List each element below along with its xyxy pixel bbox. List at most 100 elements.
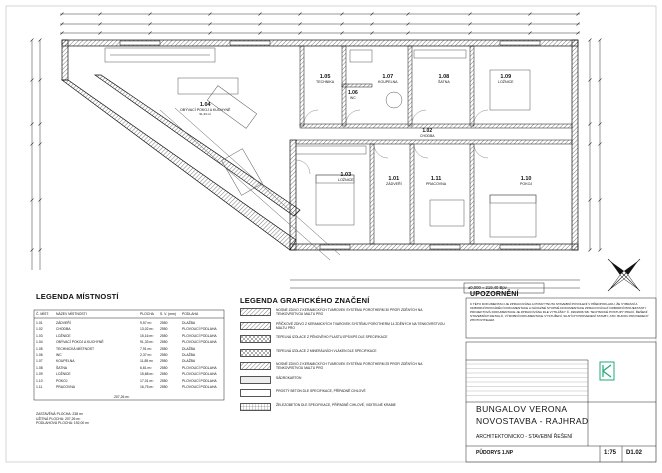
drawing-name: PŮDORYS 1.NP xyxy=(476,450,514,456)
room-legend-cell: LOŽNICE xyxy=(56,372,71,377)
room-label-109: 1.09 LOŽNICE xyxy=(498,74,514,84)
window-marks xyxy=(119,40,541,250)
room-label-108: 1.08 ŠATNA xyxy=(438,74,450,84)
graphic-legend-row: SÁDROKARTON xyxy=(240,376,450,389)
legend-swatch xyxy=(240,362,271,370)
title-block-frame xyxy=(465,341,657,463)
room-legend-cell: 2550 xyxy=(160,321,168,325)
dimension-lines xyxy=(31,13,601,289)
legend-swatch xyxy=(240,308,271,316)
title-block-lines xyxy=(466,363,588,396)
room-legend-cell: 2550 xyxy=(160,385,168,389)
room-legend-cell: PLOVOUCÍ PODLAHA xyxy=(182,365,217,370)
room-summary-line: UŽITNÁ PLOCHA: 207,26 m² xyxy=(36,416,81,421)
level-note: ±0,000 = 219,40 Bpv xyxy=(468,285,507,290)
room-legend-cell: WC xyxy=(56,353,62,357)
graphic-legend-row: NOSNÉ ZDIVO Z KERAMICKÝCH TVAROVEK SYSTÉ… xyxy=(240,362,450,375)
room-legend-cell: 11,85 m² xyxy=(140,359,154,364)
room-legend-cell: 15,16 m² xyxy=(140,333,154,338)
room-legend-cell: TECHNICKÁ MÍSTNOST xyxy=(56,346,95,351)
room-label-104: 1.04 OBÝVACÍ POKOJ A KUCHYNĚ 91,33 m² xyxy=(180,102,231,116)
graphic-legend-row: PROSTÝ BETON DLE SPECIFIKACE, PŘÍPADNĚ C… xyxy=(240,389,450,402)
door-swings xyxy=(295,109,489,175)
room-legend-cell: CHODBA xyxy=(56,327,71,332)
legend-swatch xyxy=(240,335,271,343)
room-label-101: 1.01 ZÁDVEŘÍ xyxy=(386,176,402,186)
room-legend-cell: 2550 xyxy=(160,327,168,332)
room-legend-cell: 15,68 m² xyxy=(140,372,154,377)
room-legend-cell: KOUPELNA xyxy=(56,359,75,364)
legend-text: PŘÍČKOVÉ ZDIVO Z KERAMICKÝCH TVAROVEK SY… xyxy=(276,321,445,330)
sheet-number: D1.02 xyxy=(626,450,643,456)
graphic-legend-title: LEGENDA GRAFICKÉHO ZNAČENÍ xyxy=(240,296,370,305)
room-legend-cell: 1.10 xyxy=(36,378,43,383)
room-summary: ZASTAVĚNÁ PLOCHA: 238 m² UŽITNÁ PLOCHA: … xyxy=(36,412,89,426)
warning-text: K TÉTO DOKUMENTACI JE ZPRACOVÁNA A POSKY… xyxy=(470,302,649,322)
room-legend-cell: ZÁDVEŘÍ xyxy=(56,321,71,325)
north-arrow xyxy=(607,258,641,292)
project-name: BUNGALOV VERONA xyxy=(476,404,568,414)
room-legend-cell: PRACOVNA xyxy=(56,385,76,389)
room-legend-cell: DLAŽBA xyxy=(182,346,196,351)
internal-walls xyxy=(295,45,573,245)
room-legend-cell: LOŽNICE xyxy=(56,333,71,338)
company-logo xyxy=(599,361,615,381)
room-legend-header: Č. MÍST. NÁZEV MÍSTNOSTI PLOCHA S. V. (m… xyxy=(36,312,199,316)
legend-swatch xyxy=(240,402,271,411)
legend-swatch xyxy=(240,321,271,330)
project-part: ARCHITEKTONICKO - STAVEBNÍ ŘEŠENÍ xyxy=(476,434,573,440)
legend-text: NOSNÉ ZDIVO Z KERAMICKÝCH TVAROVEK SYSTÉ… xyxy=(276,308,423,317)
room-legend-total: 207,26 m² xyxy=(114,395,130,399)
room-legend-cell: PLOVOUCÍ PODLAHA xyxy=(182,385,217,389)
room-legend-cell: PLOVOUCÍ PODLAHA xyxy=(182,327,217,332)
graphic-legend-row: PŘÍČKOVÉ ZDIVO Z KERAMICKÝCH TVAROVEK SY… xyxy=(240,322,450,335)
room-legend-cell: DLAŽBA xyxy=(182,359,196,364)
room-legend-cell: 6,61 m² xyxy=(140,365,152,370)
room-label-111: 1.11 PRACOVNA xyxy=(426,176,447,186)
room-summary-line: PODLAHOVÁ PLOCHA: 192,00 m² xyxy=(36,421,90,426)
room-legend-cell: DLAŽBA xyxy=(182,353,196,357)
room-legend-cell: 17,01 m² xyxy=(140,378,154,383)
legend-text: NOSNÉ ZDIVO Z KERAMICKÝCH TVAROVEK SYSTÉ… xyxy=(276,362,423,371)
room-legend-cell: 13,02 m² xyxy=(140,327,154,332)
room-legend-cell: 1.11 xyxy=(36,385,43,389)
warning-frame xyxy=(465,297,657,339)
room-label-106: 1.06 WC xyxy=(348,90,358,100)
legend-text: PROSTÝ BETON DLE SPECIFIKACE, PŘÍPADNĚ C… xyxy=(276,389,366,393)
dimension-ticks xyxy=(30,12,602,252)
room-legend-cell: 1.08 xyxy=(36,365,43,370)
room-legend-cell: 2550 xyxy=(160,340,168,345)
room-label-107: 1.07 KOUPELNA xyxy=(378,74,398,84)
room-legend-table: Č. MÍST. NÁZEV MÍSTNOSTI PLOCHA S. V. (m… xyxy=(34,311,224,407)
room-legend-cell: 7,91 m² xyxy=(140,346,152,351)
graphic-legend-row: NOSNÉ ZDIVO Z KERAMICKÝCH TVAROVEK SYSTÉ… xyxy=(240,308,450,321)
room-legend-cell: 1.06 xyxy=(36,353,43,357)
room-summary-line: ZASTAVĚNÁ PLOCHA: 238 m² xyxy=(36,412,83,416)
legend-text: ŽELEZOBETON DLE SPECIFIKACE, PŘÍPADNĚ CI… xyxy=(276,402,396,407)
drawing-scale: 1:75 xyxy=(604,450,617,456)
sheet-frame xyxy=(5,5,657,463)
room-legend-cell: PLOVOUCÍ PODLAHA xyxy=(182,378,217,383)
furniture xyxy=(104,47,537,261)
graphic-legend-row: TEPELNÁ IZOLACE Z PĚNOVÉHO PLASTU EPS/XP… xyxy=(240,335,450,348)
room-legend-cell: 2550 xyxy=(160,353,168,357)
room-label-103: 1.03 LOŽNICE xyxy=(338,172,354,182)
room-legend-cell: 2550 xyxy=(160,365,168,370)
room-legend-cell: 1.09 xyxy=(36,372,43,377)
room-legend-cell: 1.04 xyxy=(36,340,43,345)
room-legend-cell: PLOVOUCÍ PODLAHA xyxy=(182,340,217,345)
legend-swatch xyxy=(240,348,271,357)
room-legend-cell: POKOJ xyxy=(56,378,68,383)
legend-text: TEPELNÁ IZOLACE Z PĚNOVÉHO PLASTU EPS/XP… xyxy=(276,335,388,339)
room-legend-frame xyxy=(33,309,225,401)
